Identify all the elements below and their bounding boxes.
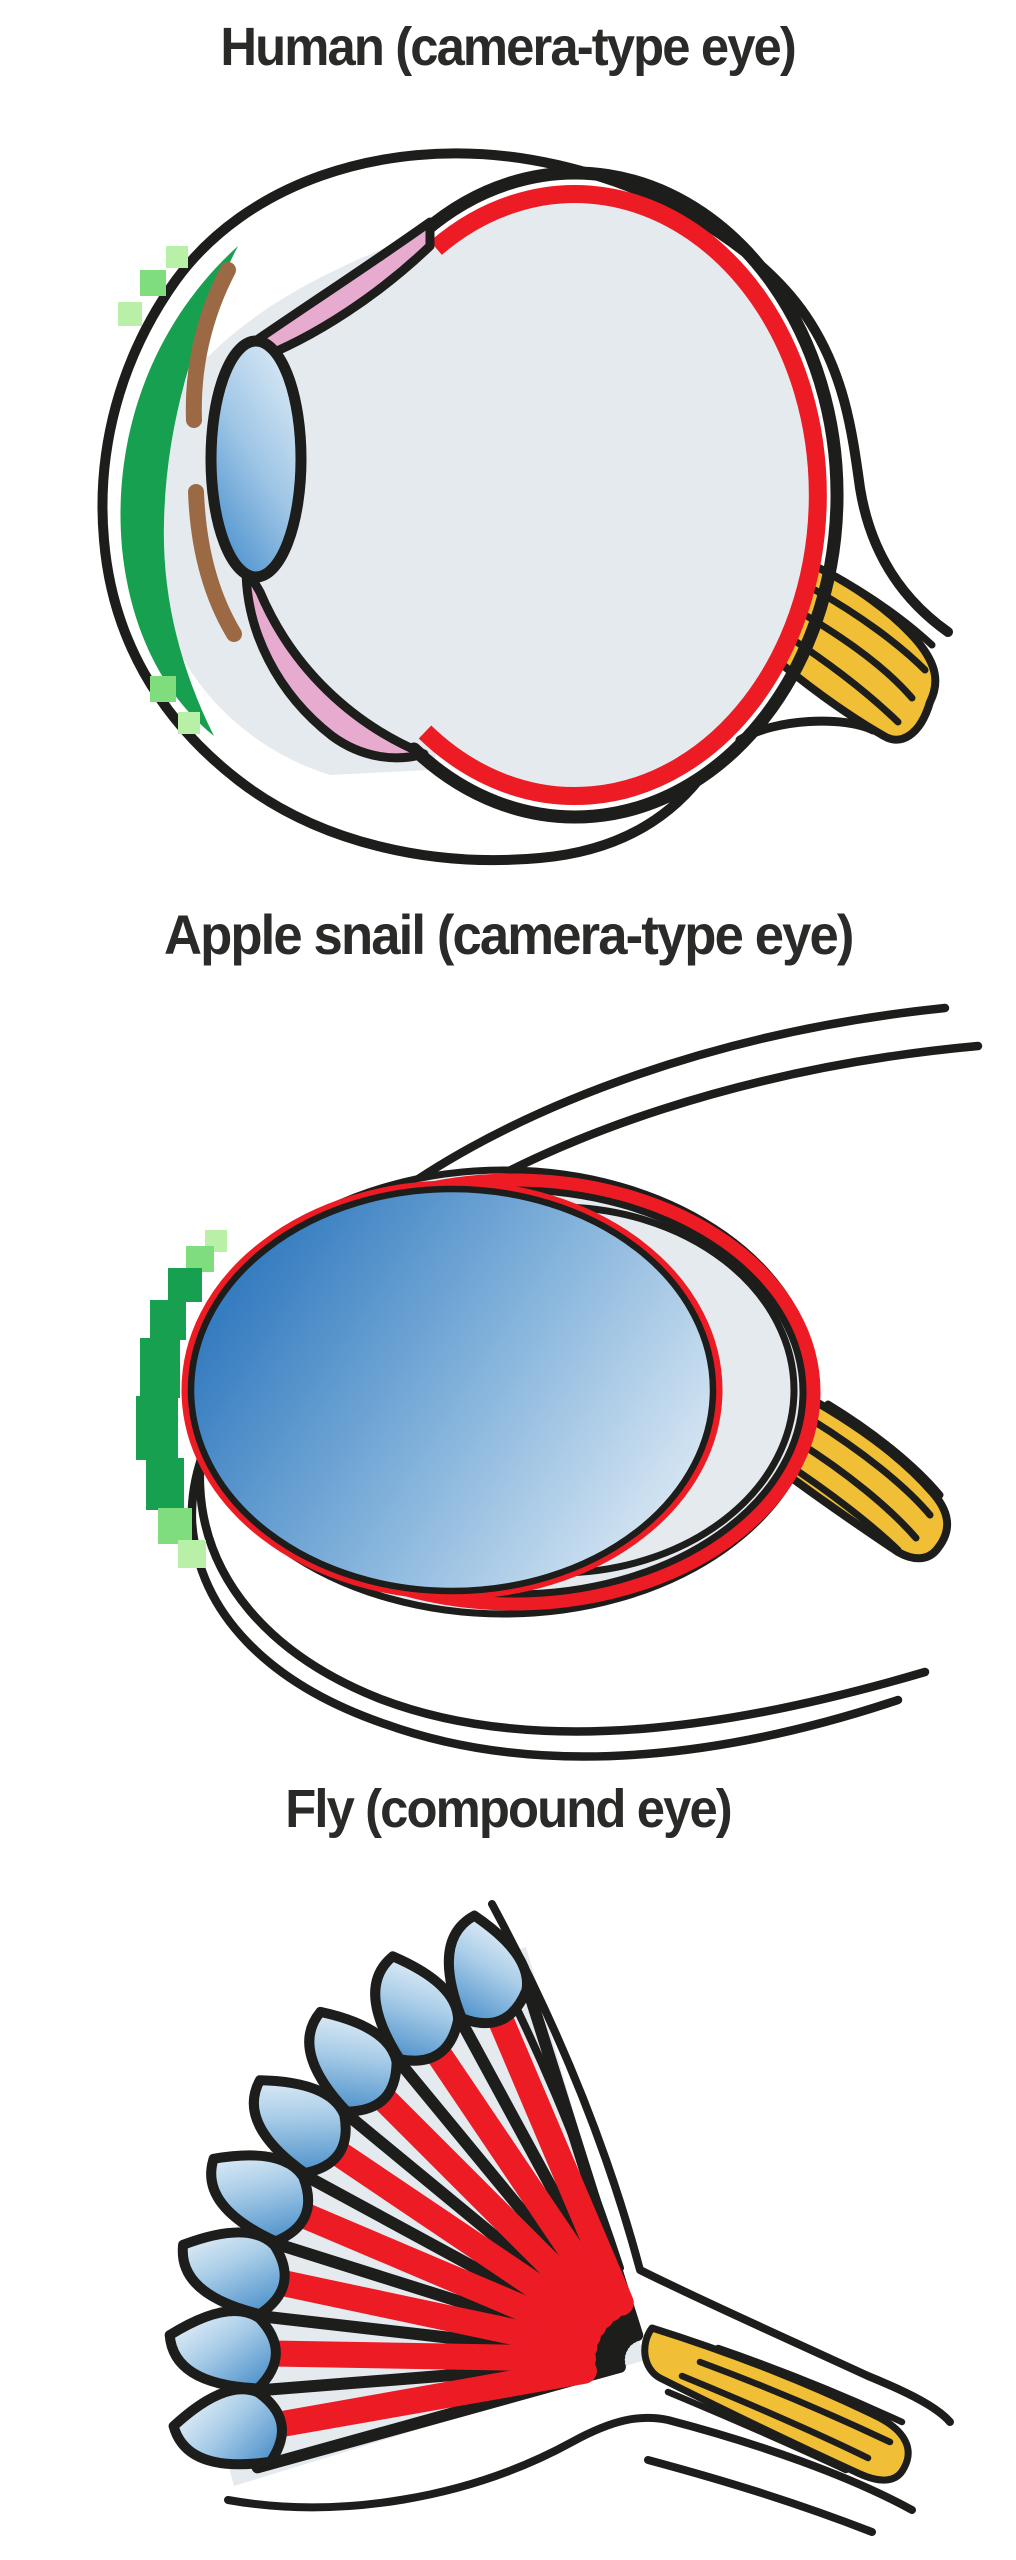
iris-lower-arc — [188, 484, 242, 642]
rhabdom-stripe — [252, 2340, 596, 2372]
fly-panel-title: Fly (compound eye) — [0, 1776, 1016, 1844]
ommatidium-lens — [248, 2075, 351, 2179]
snail-panel-title: Apple snail (camera-type eye) — [0, 900, 1016, 970]
cornea-highlight-pixel — [178, 712, 200, 734]
ommatidium-lens — [206, 2150, 314, 2247]
optic-nerve — [641, 2324, 912, 2484]
cornea-pixel — [140, 1338, 180, 1398]
rhabdom-stripe — [363, 2078, 615, 2330]
capsule-bottom-second-line — [644, 2456, 876, 2536]
human-eye-illustration — [97, 148, 953, 866]
iris — [185, 262, 242, 642]
rhabdom-stripe — [257, 2357, 597, 2439]
cornea-highlight-pixel — [150, 676, 176, 702]
cornea-pixel — [178, 1540, 206, 1568]
human-panel-title: Human (camera-type eye) — [0, 14, 1016, 82]
cornea-pixel — [158, 1508, 192, 1544]
optic-nerve — [750, 1386, 952, 1563]
snail-panel-title-text: Apple snail (camera-type eye) — [163, 903, 854, 966]
lens — [187, 1185, 717, 1595]
rhabdom-stripe — [483, 1997, 634, 2316]
cornea-pixel — [186, 1246, 214, 1272]
tentacle-skin-outline — [187, 1003, 983, 1761]
ommatidium-lens — [443, 1910, 533, 2029]
retina-sliver-behind-lens — [181, 1180, 723, 1600]
optic-nerve-fiber-lines — [780, 1400, 944, 1554]
ommatidium-lens — [168, 2384, 287, 2470]
sclera-ring-arc — [407, 166, 844, 824]
retina-ring-arc — [418, 185, 827, 806]
lens — [205, 335, 307, 583]
rhabdom-stripe — [419, 2032, 624, 2322]
cornea-highlight-pixel — [166, 246, 188, 268]
rhabdom-stripe — [260, 2268, 598, 2361]
cornea-pixel — [136, 1396, 178, 1460]
rhabdom-stripe — [317, 2134, 607, 2339]
cornea-highlight-pixel — [140, 270, 166, 296]
ommatidium-lens — [370, 1951, 464, 2066]
snail-eye-illustration — [136, 1003, 983, 1761]
ommatidium-lens — [304, 2006, 402, 2117]
sclera-capsule-outline — [97, 148, 953, 866]
cornea-pixel — [150, 1300, 186, 1340]
cornea-highlight-pixel — [118, 302, 142, 326]
ommatidium-lens — [164, 2306, 281, 2394]
cornea — [118, 246, 238, 736]
ciliary-body-lower — [241, 563, 429, 763]
rhabdom-stripes — [252, 1997, 634, 2439]
cornea-crescent — [120, 246, 238, 736]
cornea-pixel — [146, 1458, 184, 1510]
skin-curve-outer — [187, 1041, 983, 1761]
capsule-top-outer-line — [488, 1900, 954, 2426]
cornea — [136, 1230, 227, 1568]
optic-nerve-fiber-lines — [664, 2344, 906, 2474]
human-panel-title-text: Human (camera-type eye) — [220, 17, 797, 77]
iris-upper-arc — [185, 262, 236, 428]
ommatidia-lenses — [164, 1910, 533, 2470]
ommatidium-lens — [177, 2227, 290, 2320]
cornea-pixel — [168, 1268, 202, 1302]
capsule-bottom-line — [224, 2413, 916, 2514]
rhabdom-stripe — [282, 2198, 601, 2349]
fly-eye-illustration — [164, 1900, 954, 2536]
fly-panel-title-text: Fly (compound eye) — [285, 1779, 732, 1839]
